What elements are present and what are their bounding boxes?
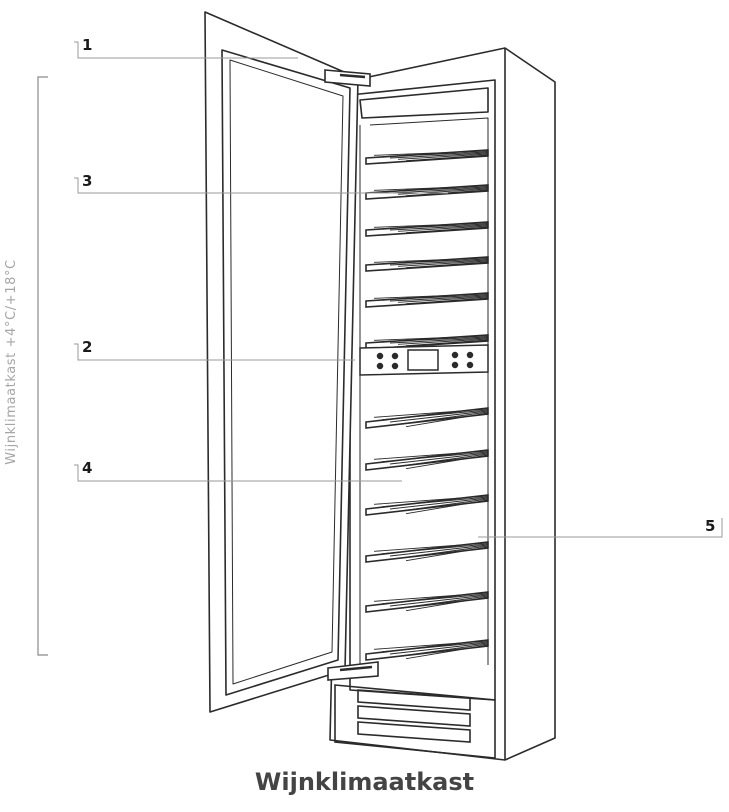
- callout-1: 1: [82, 36, 93, 54]
- shelf: [365, 149, 489, 165]
- callout-2: 2: [82, 338, 93, 356]
- callout-4: 4: [82, 459, 93, 477]
- shelf: [365, 494, 489, 516]
- control-panel: [359, 344, 489, 376]
- shelf: [365, 449, 489, 471]
- shelves: [365, 149, 489, 661]
- leader-3: [74, 177, 448, 194]
- leader-4: [74, 464, 402, 482]
- shelf: [365, 591, 489, 613]
- cabinet-body: [329, 47, 556, 761]
- shelf: [365, 221, 489, 237]
- shelf: [365, 407, 489, 429]
- glass-door: [204, 11, 359, 713]
- shelf: [365, 292, 489, 308]
- hinges: [324, 69, 379, 681]
- callout-5: 5: [705, 517, 716, 535]
- leader-2: [74, 343, 355, 361]
- zone-bracket: [37, 76, 48, 656]
- temperature-zone-label: Wijnklimaatkast +4°C/+18°C: [4, 259, 19, 465]
- shelf: [365, 256, 489, 272]
- leader-5: [478, 518, 723, 538]
- leader-lines: [74, 41, 723, 538]
- shelf: [365, 334, 489, 350]
- diagram-title: Wijnklimaatkast: [254, 768, 475, 796]
- leader-1: [74, 41, 298, 59]
- shelf: [365, 541, 489, 563]
- plinth-vents: [334, 684, 496, 759]
- shelf: [365, 639, 489, 661]
- callout-3: 3: [82, 172, 93, 190]
